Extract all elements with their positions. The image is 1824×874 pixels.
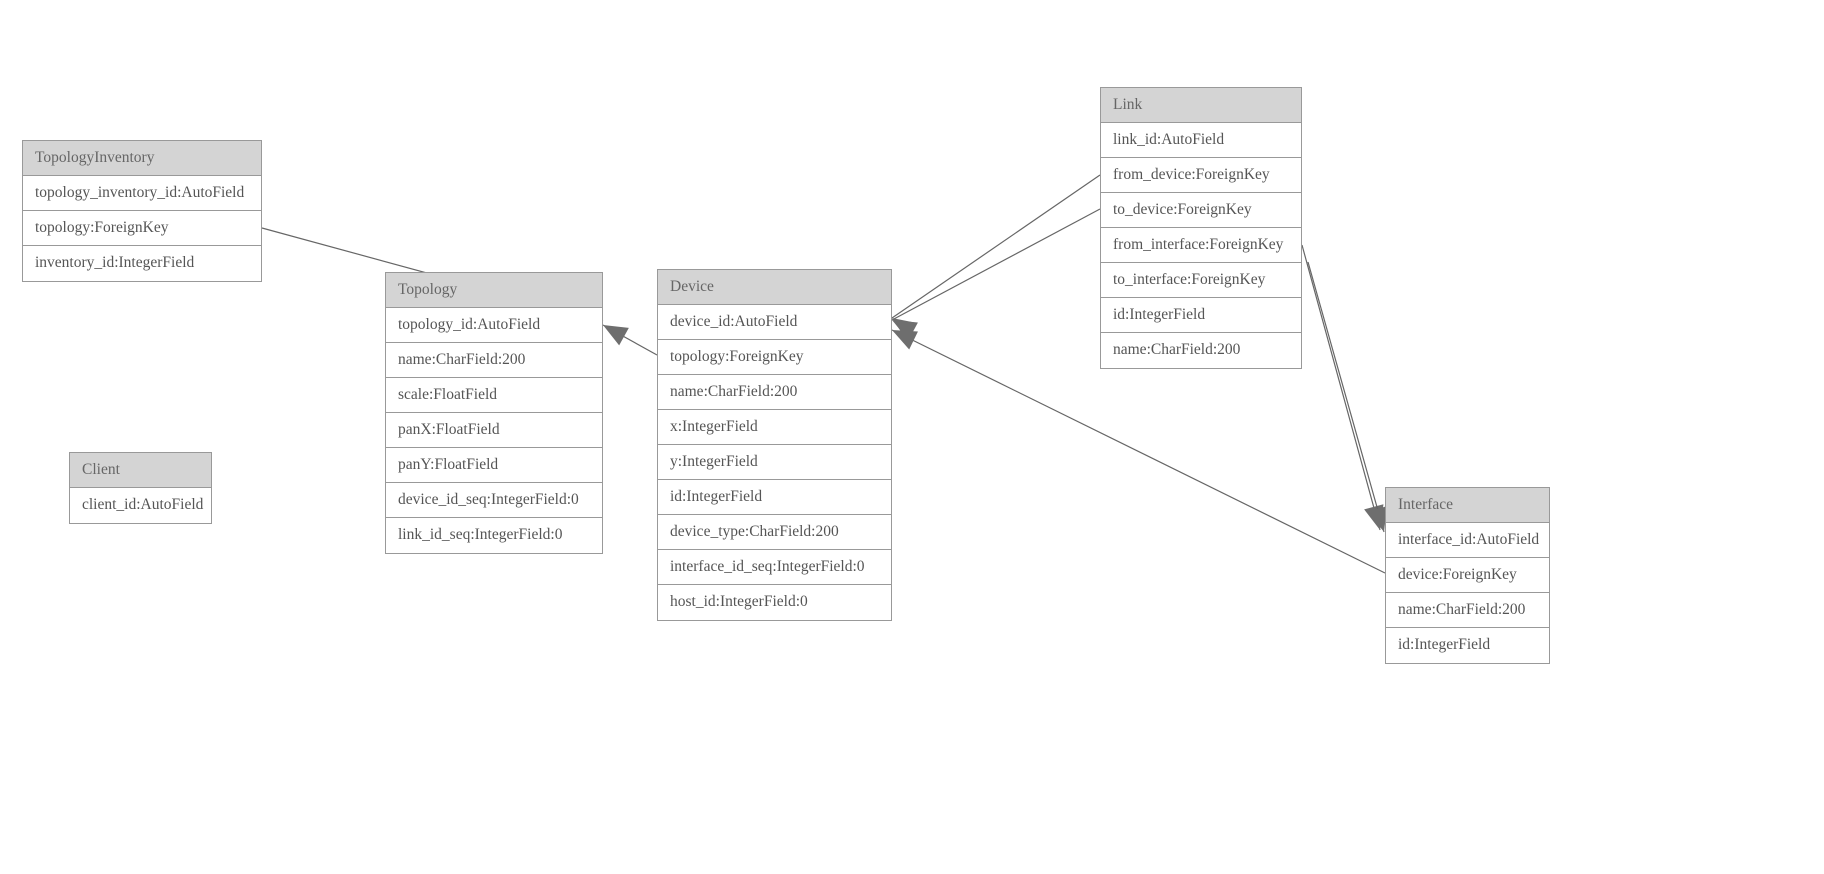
edge-arrowhead [892, 330, 918, 350]
entity-field: name:CharField:200 [386, 343, 602, 378]
entity-field: host_id:IntegerField:0 [658, 585, 891, 620]
entity-field: device_type:CharField:200 [658, 515, 891, 550]
entity-field: device:ForeignKey [1386, 558, 1549, 593]
relationship-edge-link-to-interface [1307, 261, 1387, 533]
entity-field: scale:FloatField [386, 378, 602, 413]
entity-field: id:IntegerField [1386, 628, 1549, 663]
entity-field: topology:ForeignKey [658, 340, 891, 375]
entity-field: device_id_seq:IntegerField:0 [386, 483, 602, 518]
entity-field: link_id_seq:IntegerField:0 [386, 518, 602, 553]
entity-title-topology: Topology [386, 273, 602, 308]
entity-field: name:CharField:200 [1386, 593, 1549, 628]
entity-field: from_device:ForeignKey [1101, 158, 1301, 193]
entity-field: topology_inventory_id:AutoField [23, 176, 261, 211]
entity-field: name:CharField:200 [1101, 333, 1301, 368]
entity-field: link_id:AutoField [1101, 123, 1301, 158]
entity-field: inventory_id:IntegerField [23, 246, 261, 281]
entity-field: y:IntegerField [658, 445, 891, 480]
entity-field: name:CharField:200 [658, 375, 891, 410]
edge-line [1307, 261, 1385, 533]
edge-line [602, 324, 658, 356]
entity-field: id:IntegerField [1101, 298, 1301, 333]
edge-line [891, 208, 1101, 321]
entity-field: x:IntegerField [658, 410, 891, 445]
entity-title-client: Client [70, 453, 211, 488]
entity-title-link: Link [1101, 88, 1301, 123]
entity-field: panY:FloatField [386, 448, 602, 483]
entity-field: topology:ForeignKey [23, 211, 261, 246]
relationship-edge-link-to-device [891, 208, 1101, 341]
entity-field: client_id:AutoField [70, 488, 211, 523]
entity-field: interface_id_seq:IntegerField:0 [658, 550, 891, 585]
entity-title-interface: Interface [1386, 488, 1549, 523]
relationship-edge-link-from-device [891, 174, 1101, 340]
relationship-edge-link-from-interface [1301, 244, 1384, 531]
entity-field: interface_id:AutoField [1386, 523, 1549, 558]
entity-title-device: Device [658, 270, 891, 305]
entity-field: topology_id:AutoField [386, 308, 602, 343]
entity-field: device_id:AutoField [658, 305, 891, 340]
entity-field: to_interface:ForeignKey [1101, 263, 1301, 298]
entity-field: to_device:ForeignKey [1101, 193, 1301, 228]
entity-title-topologyinventory: TopologyInventory [23, 141, 261, 176]
edge-line [891, 174, 1101, 319]
relationship-edge-device-topology [602, 324, 658, 356]
entity-field: id:IntegerField [658, 480, 891, 515]
entity-field: from_interface:ForeignKey [1101, 228, 1301, 263]
entity-field: panX:FloatField [386, 413, 602, 448]
edge-line [1301, 244, 1381, 531]
